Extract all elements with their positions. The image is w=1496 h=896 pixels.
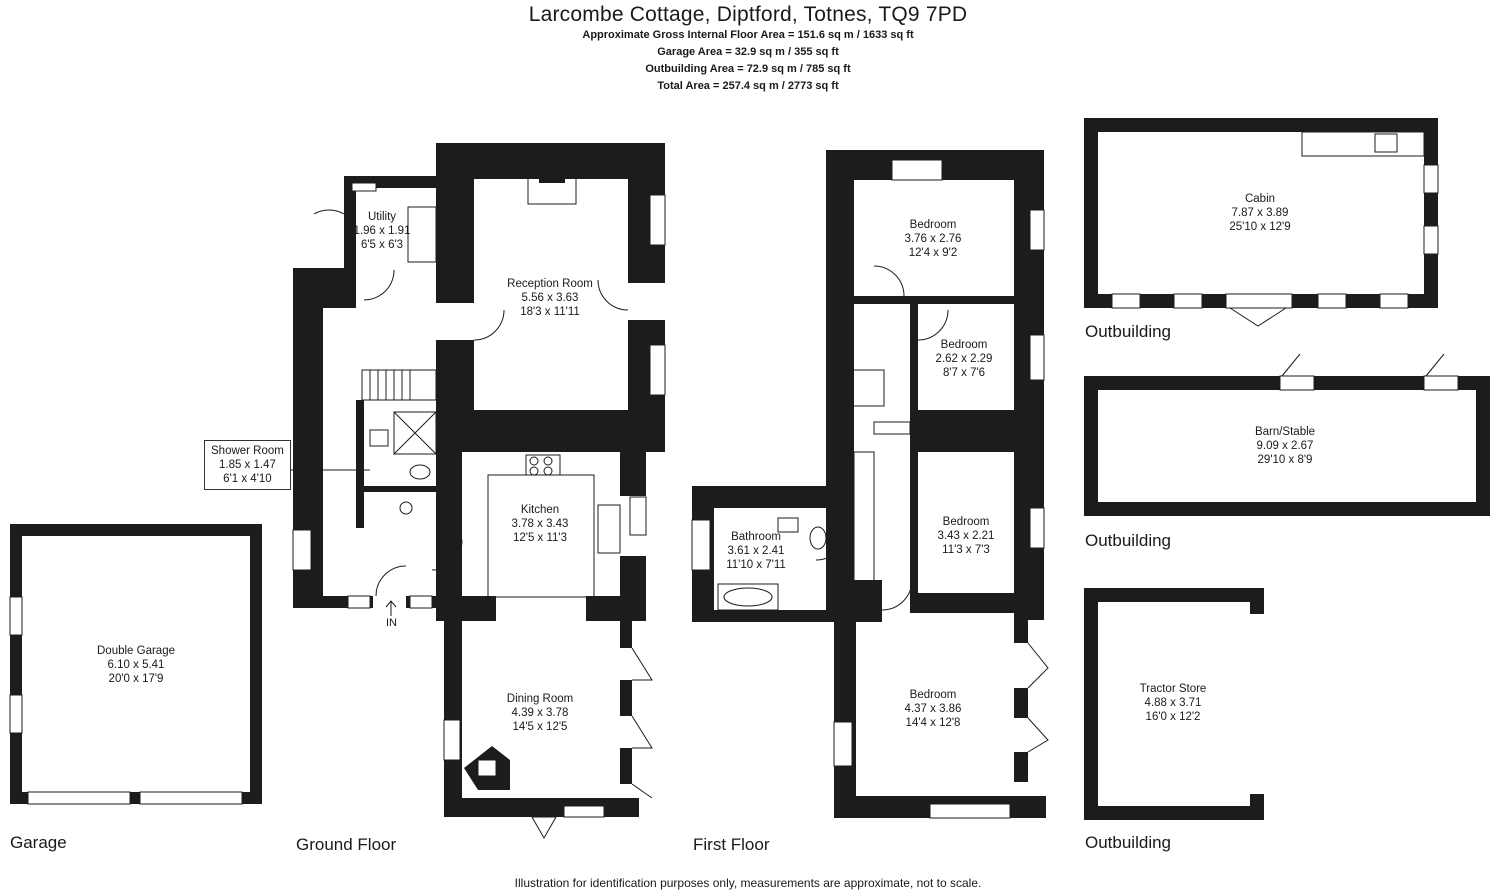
room-metric: 1.85 x 1.47 bbox=[218, 459, 276, 471]
room-label-bedroom-1: Bedroom 3.76 x 2.76 12'4 x 9'2 bbox=[905, 218, 962, 260]
gross-area-line: Approximate Gross Internal Floor Area = … bbox=[582, 29, 914, 41]
room-label-bedroom-2: Bedroom 2.62 x 2.29 8'7 x 7'6 bbox=[936, 338, 993, 380]
floor-label-outbuilding-tractor: Outbuilding bbox=[1085, 833, 1172, 852]
room-metric: 4.39 x 3.78 bbox=[511, 707, 569, 719]
room-label-bedroom-3: Bedroom 3.43 x 2.21 11'3 x 7'3 bbox=[938, 515, 995, 557]
room-name: Shower Room bbox=[211, 445, 284, 457]
property-title: Larcombe Cottage, Diptford, Totnes, TQ9 … bbox=[528, 3, 968, 26]
floor-label-outbuilding-barn: Outbuilding bbox=[1085, 531, 1172, 550]
room-name: Bedroom bbox=[940, 339, 988, 351]
room-label-dining: Dining Room 4.39 x 3.78 14'5 x 12'5 bbox=[507, 692, 573, 734]
room-label-tractor-store: Tractor Store 4.88 x 3.71 16'0 x 12'2 bbox=[1140, 682, 1207, 724]
room-name: Cabin bbox=[1244, 193, 1276, 205]
room-metric: 9.09 x 2.67 bbox=[1256, 440, 1314, 452]
room-metric: 3.76 x 2.76 bbox=[904, 233, 962, 245]
tractor-store-walls bbox=[1084, 588, 1264, 820]
room-label-cabin: Cabin 7.87 x 3.89 25'10 x 12'9 bbox=[1229, 192, 1290, 234]
floor-label-outbuilding-cabin: Outbuilding bbox=[1085, 322, 1172, 341]
total-area-line: Total Area = 257.4 sq m / 2773 sq ft bbox=[657, 80, 839, 92]
garage-area-line: Garage Area = 32.9 sq m / 355 sq ft bbox=[657, 46, 839, 58]
room-imperial: 18'3 x 11'11 bbox=[520, 306, 580, 318]
first-floor-doors bbox=[815, 265, 949, 611]
room-name: Barn/Stable bbox=[1254, 426, 1316, 438]
room-label-garage: Double Garage 6.10 x 5.41 20'0 x 17'9 bbox=[97, 644, 175, 686]
room-metric: 6.10 x 5.41 bbox=[107, 659, 165, 671]
garage-walls bbox=[9, 524, 262, 805]
room-label-kitchen: Kitchen 3.78 x 3.43 12'5 x 11'3 bbox=[512, 503, 569, 545]
ground-floor-doors bbox=[313, 209, 629, 597]
room-metric: 2.62 x 2.29 bbox=[935, 353, 993, 365]
room-metric: 7.87 x 3.89 bbox=[1231, 207, 1289, 219]
room-name: Reception Room bbox=[507, 278, 593, 290]
room-metric: 3.78 x 3.43 bbox=[511, 518, 569, 530]
room-imperial: 12'5 x 11'3 bbox=[512, 532, 568, 544]
room-name: Bedroom bbox=[942, 516, 990, 528]
room-name: Bedroom bbox=[909, 689, 957, 701]
room-imperial: 6'5 x 6'3 bbox=[360, 239, 404, 251]
room-metric: 5.56 x 3.63 bbox=[521, 292, 579, 304]
room-imperial: 6'1 x 4'10 bbox=[223, 473, 272, 485]
room-metric: 3.43 x 2.21 bbox=[937, 530, 995, 542]
room-metric: 3.61 x 2.41 bbox=[727, 545, 785, 557]
first-floor-walls bbox=[691, 150, 1049, 819]
room-imperial: 16'0 x 12'2 bbox=[1145, 711, 1201, 723]
room-name: Double Garage bbox=[97, 645, 175, 657]
room-name: Bathroom bbox=[731, 531, 781, 543]
room-imperial: 25'10 x 12'9 bbox=[1229, 221, 1291, 233]
room-imperial: 12'4 x 9'2 bbox=[908, 247, 958, 259]
room-name: Kitchen bbox=[520, 504, 560, 516]
ground-floor-walls bbox=[292, 143, 666, 840]
floor-label-ground: Ground Floor bbox=[296, 835, 397, 854]
floor-label-garage: Garage bbox=[10, 833, 67, 852]
entrance-label: IN bbox=[386, 617, 397, 629]
room-metric: 4.37 x 3.86 bbox=[904, 703, 962, 715]
room-imperial: 11'10 x 7'11 bbox=[726, 559, 786, 571]
room-imperial: 8'7 x 7'6 bbox=[942, 367, 986, 379]
room-imperial: 29'10 x 8'9 bbox=[1257, 454, 1313, 466]
room-imperial: 11'3 x 7'3 bbox=[942, 544, 990, 556]
disclaimer-footer: Illustration for identification purposes… bbox=[514, 876, 982, 890]
shower-room-callout: Shower Room 1.85 x 1.47 6'1 x 4'10 bbox=[204, 440, 291, 490]
room-name: Tractor Store bbox=[1139, 683, 1207, 695]
room-imperial: 20'0 x 17'9 bbox=[108, 673, 164, 685]
room-imperial: 14'5 x 12'5 bbox=[512, 721, 568, 733]
entrance-arrow bbox=[385, 600, 397, 616]
floor-label-first: First Floor bbox=[693, 835, 770, 854]
room-label-barn: Barn/Stable 9.09 x 2.67 29'10 x 8'9 bbox=[1255, 425, 1315, 467]
room-label-utility: Utility 1.96 x 1.91 6'5 x 6'3 bbox=[354, 210, 411, 252]
room-name: Bedroom bbox=[909, 219, 957, 231]
barn-walls bbox=[1084, 353, 1490, 516]
room-name: Dining Room bbox=[506, 693, 574, 705]
plan-header: Larcombe Cottage, Diptford, Totnes, TQ9 … bbox=[0, 0, 1496, 95]
room-label-bedroom-4: Bedroom 4.37 x 3.86 14'4 x 12'8 bbox=[905, 688, 962, 730]
room-imperial: 14'4 x 12'8 bbox=[905, 717, 961, 729]
outbuilding-area-line: Outbuilding Area = 72.9 sq m / 785 sq ft bbox=[645, 63, 851, 75]
room-metric: 4.88 x 3.71 bbox=[1144, 697, 1202, 709]
room-name: Utility bbox=[367, 211, 397, 223]
room-label-bathroom: Bathroom 3.61 x 2.41 11'10 x 7'11 bbox=[726, 530, 786, 572]
room-metric: 1.96 x 1.91 bbox=[353, 225, 411, 237]
cabin-walls bbox=[1084, 118, 1439, 327]
room-label-reception: Reception Room 5.56 x 3.63 18'3 x 11'11 bbox=[507, 277, 593, 319]
